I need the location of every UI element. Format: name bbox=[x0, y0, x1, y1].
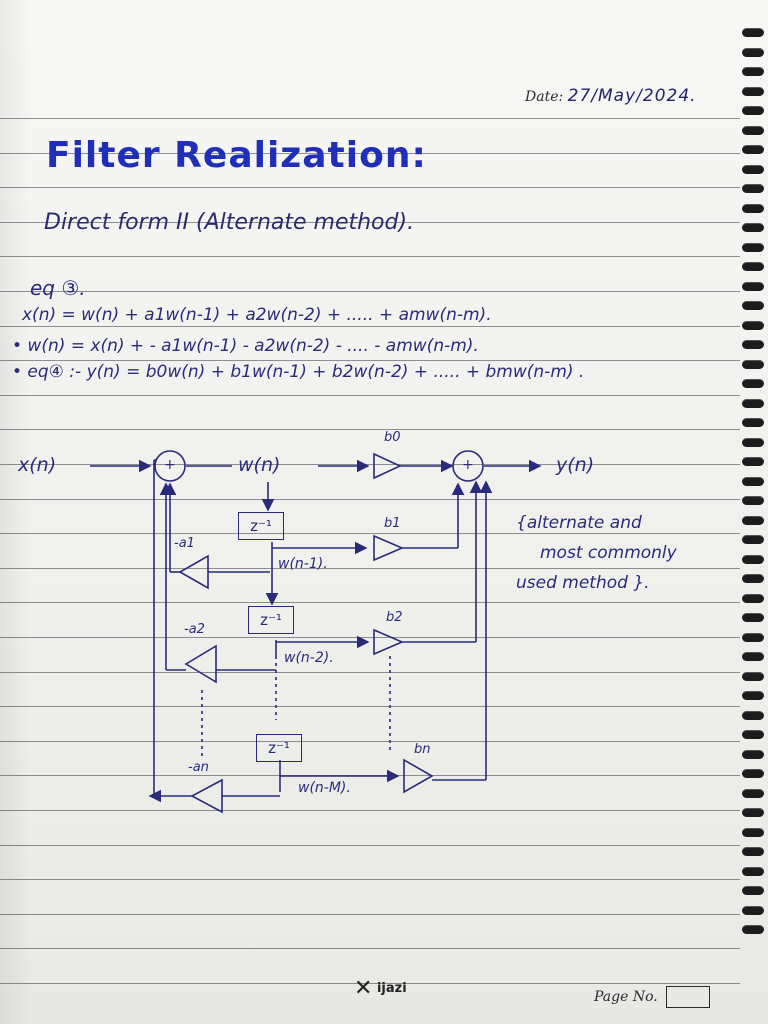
spiral-ring bbox=[742, 204, 764, 213]
spiral-ring bbox=[742, 48, 764, 57]
coeff-b1: b1 bbox=[384, 516, 401, 531]
coeff-b2: b2 bbox=[386, 610, 403, 625]
equation-line-2: • w(n) = x(n) + - a1w(n-1) - a2w(n-2) - … bbox=[12, 336, 479, 356]
spiral-ring bbox=[742, 145, 764, 154]
date-label: Date: bbox=[525, 89, 564, 105]
gain-a1 bbox=[178, 554, 209, 590]
gain-a2 bbox=[184, 644, 217, 684]
spiral-ring bbox=[742, 828, 764, 837]
spiral-ring bbox=[742, 126, 764, 135]
spiral-ring bbox=[742, 301, 764, 310]
spiral-ring bbox=[742, 87, 764, 96]
spiral-ring bbox=[742, 906, 764, 915]
spiral-ring bbox=[742, 379, 764, 388]
w-n-label: w(n) bbox=[238, 454, 281, 476]
spiral-ring bbox=[742, 594, 764, 603]
gain-b2 bbox=[373, 628, 405, 656]
spiral-ring bbox=[742, 847, 764, 856]
diagram-lines bbox=[90, 450, 542, 814]
equation-line-3: • eq④ :- y(n) = b0w(n) + b1w(n-1) + b2w(… bbox=[12, 362, 585, 382]
spiral-ring bbox=[742, 165, 764, 174]
adder-2 bbox=[452, 450, 484, 482]
coeff-an: -an bbox=[188, 760, 209, 775]
spiral-ring bbox=[742, 477, 764, 486]
adder-1 bbox=[154, 450, 186, 482]
adder-1-symbol: + bbox=[164, 457, 176, 473]
spiral-ring bbox=[742, 555, 764, 564]
side-note: {alternate and most commonly used method… bbox=[516, 508, 726, 598]
page-number-label: Page No. bbox=[594, 989, 658, 1005]
spiral-ring bbox=[742, 633, 764, 642]
spiral-ring bbox=[742, 535, 764, 544]
spiral-ring bbox=[742, 262, 764, 271]
coeff-bn: bn bbox=[414, 742, 431, 757]
tap-label-2: w(n-2). bbox=[284, 650, 334, 666]
spiral-ring bbox=[742, 418, 764, 427]
spiral-binding bbox=[734, 28, 768, 938]
note-line-1: {alternate and bbox=[516, 513, 642, 533]
output-label: y(n) bbox=[556, 454, 595, 476]
coeff-a1: -a1 bbox=[174, 536, 195, 551]
spiral-ring bbox=[742, 28, 764, 37]
spiral-ring bbox=[742, 67, 764, 76]
subtitle: Direct form II (Alternate method). bbox=[44, 210, 415, 235]
spiral-ring bbox=[742, 652, 764, 661]
page-title: Filter Realization: bbox=[46, 135, 427, 176]
spiral-ring bbox=[742, 438, 764, 447]
spiral-ring bbox=[742, 516, 764, 525]
spiral-ring bbox=[742, 496, 764, 505]
spiral-ring bbox=[742, 730, 764, 739]
gain-b0 bbox=[373, 452, 402, 480]
spiral-ring bbox=[742, 613, 764, 622]
spiral-ring bbox=[742, 925, 764, 934]
delay-1: z⁻¹ bbox=[238, 512, 284, 540]
spiral-ring bbox=[742, 867, 764, 876]
coeff-b0: b0 bbox=[384, 430, 401, 445]
spiral-ring bbox=[742, 223, 764, 232]
spiral-ring bbox=[742, 399, 764, 408]
note-line-3: used method }. bbox=[516, 573, 650, 593]
equation-label: eq ③. bbox=[30, 276, 86, 300]
spiral-ring bbox=[742, 750, 764, 759]
brand-logo-text: ijazi bbox=[376, 981, 407, 996]
spiral-ring bbox=[742, 808, 764, 817]
x-logo-icon: ✕ bbox=[354, 976, 373, 1001]
tap-label-1: w(n-1). bbox=[278, 556, 328, 572]
spiral-ring bbox=[742, 457, 764, 466]
spiral-ring bbox=[742, 321, 764, 330]
spiral-ring bbox=[742, 691, 764, 700]
date-value: 27/May/2024. bbox=[567, 86, 697, 106]
gain-b1 bbox=[373, 534, 405, 562]
date-field: Date: 27/May/2024. bbox=[525, 86, 697, 106]
spiral-ring bbox=[742, 574, 764, 583]
spiral-ring bbox=[742, 340, 764, 349]
spiral-ring bbox=[742, 672, 764, 681]
brand-logo: ✕ ijazi bbox=[354, 976, 407, 1001]
spiral-ring bbox=[742, 711, 764, 720]
spiral-ring bbox=[742, 360, 764, 369]
spiral-ring bbox=[742, 282, 764, 291]
note-line-2: most commonly bbox=[540, 543, 677, 563]
equation-line-1: x(n) = w(n) + a1w(n-1) + a2w(n-2) + ....… bbox=[22, 305, 492, 325]
tap-label-n: w(n-M). bbox=[298, 780, 351, 796]
coeff-a2: -a2 bbox=[184, 622, 205, 637]
page-number-field: Page No. bbox=[594, 986, 711, 1008]
spiral-ring bbox=[742, 106, 764, 115]
input-label: x(n) bbox=[18, 454, 57, 476]
spiral-ring bbox=[742, 184, 764, 193]
spiral-ring bbox=[742, 789, 764, 798]
gain-bn bbox=[403, 758, 434, 794]
adder-2-symbol: + bbox=[462, 457, 474, 473]
page-number-box bbox=[666, 986, 711, 1008]
spiral-ring bbox=[742, 886, 764, 895]
spiral-ring bbox=[742, 769, 764, 778]
delay-2: z⁻¹ bbox=[248, 606, 294, 634]
spiral-ring bbox=[742, 243, 764, 252]
direct-form-ii-diagram: x(n) + w(n) + y(n) z⁻¹ z⁻¹ z⁻¹ w(n-1). w… bbox=[0, 420, 768, 840]
delay-n: z⁻¹ bbox=[256, 734, 302, 762]
gain-an bbox=[190, 778, 223, 814]
